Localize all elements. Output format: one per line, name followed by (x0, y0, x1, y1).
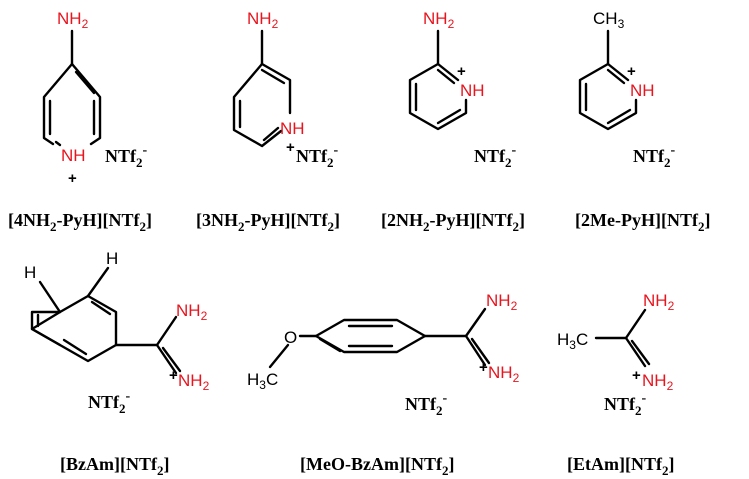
2nh2-pyh-amino-label: NH2 (423, 9, 455, 31)
2me-pyh-bonds (578, 29, 638, 131)
etam-charge-plus: + (632, 367, 641, 384)
bzam-iminium-label: NH2 (178, 371, 210, 393)
compound-2me-pyh: CH3 NH + NTf2- [2Me-PyH][NTf2] (575, 9, 710, 234)
compound-bzam: H H NH2 + NH2 NTf2- [BzAm][NTf2] (24, 249, 210, 478)
compound-2nh2-pyh: NH2 NH + NTf2- [2NH2-PyH][NTf2] (381, 9, 525, 234)
2me-pyh-charge-plus: + (627, 63, 636, 80)
4nh2-pyh-anion: NTf2- (105, 143, 148, 170)
compound-etam: H3C NH2 + NH2 NTf2- [EtAm][NTf2] (557, 291, 675, 478)
2nh2-pyh-ring-nh-label: NH (460, 81, 485, 100)
3nh2-pyh-anion: NTf2- (296, 143, 339, 170)
bzam-h-label-left: H (24, 263, 36, 282)
etam-amino-label: NH2 (643, 291, 675, 313)
4nh2-pyh-bonds (42, 29, 102, 147)
meo-bzam-anion: NTf2- (405, 391, 448, 418)
4nh2-pyh-charge-plus: + (68, 170, 77, 187)
etam-anion: NTf2- (604, 391, 647, 418)
etam-bonds (594, 308, 651, 368)
4nh2-pyh-name: [4NH2-PyH][NTf2] (8, 210, 152, 234)
bzam-bonds (30, 266, 182, 375)
meo-bzam-bonds (268, 307, 491, 369)
2me-pyh-name: [2Me-PyH][NTf2] (575, 210, 710, 234)
etam-methyl-label: H3C (557, 330, 588, 352)
bzam-amino-label: NH2 (176, 301, 208, 323)
etam-iminium-label: NH2 (642, 371, 674, 393)
3nh2-pyh-bonds (232, 29, 292, 148)
compound-meo-bzam: O H3C NH2 + NH2 NTf2- [MeO-BzAm][NTf2] (247, 291, 520, 478)
3nh2-pyh-charge-plus: + (286, 139, 295, 156)
meo-bzam-name: [MeO-BzAm][NTf2] (300, 454, 454, 478)
4nh2-pyh-amino-label: NH2 (57, 9, 89, 31)
meo-bzam-oxygen-label: O (284, 328, 297, 347)
meo-bzam-methyl-label: H3C (247, 370, 278, 392)
2me-pyh-methyl-label: CH3 (593, 9, 625, 31)
2me-pyh-ring-nh-label: NH (630, 81, 655, 100)
compound-3nh2-pyh: NH2 NH + NTf2- [3NH2-PyH][NTf2] (196, 9, 340, 234)
2me-pyh-anion: NTf2- (633, 143, 676, 170)
3nh2-pyh-name: [3NH2-PyH][NTf2] (196, 210, 340, 234)
3nh2-pyh-ring-nh-label: NH (280, 119, 305, 138)
bzam-name: [BzAm][NTf2] (60, 454, 169, 478)
3nh2-pyh-amino-label: NH2 (247, 9, 279, 31)
bzam-h-label-right: H (106, 249, 118, 268)
2nh2-pyh-anion: NTf2- (474, 143, 517, 170)
compound-4nh2-pyh: NH2 NH + NTf2- [4NH2-PyH][NTf2] (8, 9, 152, 234)
2nh2-pyh-charge-plus: + (457, 63, 466, 80)
2nh2-pyh-name: [2NH2-PyH][NTf2] (381, 210, 525, 234)
4nh2-pyh-ring-nh-label: NH (61, 146, 86, 165)
bzam-charge-plus: + (169, 367, 178, 384)
2nh2-pyh-bonds (408, 29, 468, 131)
meo-bzam-amino-label: NH2 (486, 291, 518, 313)
meo-bzam-iminium-label: NH2 (488, 363, 520, 385)
etam-name: [EtAm][NTf2] (567, 454, 674, 478)
bzam-anion: NTf2- (88, 389, 131, 416)
meo-bzam-charge-plus: + (479, 359, 488, 376)
